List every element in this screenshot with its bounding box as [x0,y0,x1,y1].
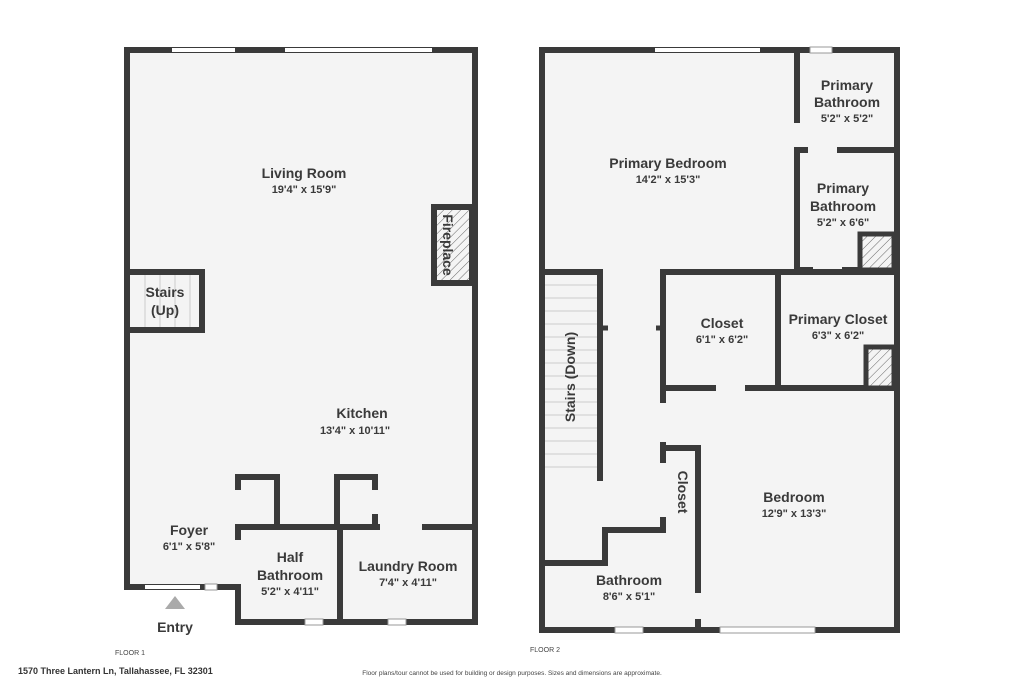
room-name: Bathroom [596,572,662,588]
room-name: Closet [675,471,691,514]
floor-1: Living Room 19'4" x 15'9" Kitchen 13'4" … [115,47,478,657]
room-dims: 14'2" x 15'3" [636,174,701,186]
room-name: Primary [817,180,869,196]
room-name: Primary Bedroom [609,155,726,171]
entry-label: Entry [157,619,193,635]
room-name: Half [277,549,304,565]
room-name: Laundry Room [359,558,458,574]
entry-arrow-icon [165,596,185,609]
floor-label: FLOOR 2 [530,647,560,654]
fireplace [431,204,475,286]
room-dims: 19'4" x 15'9" [272,184,337,196]
room-dims: 8'6" x 5'1" [603,591,655,603]
room-dims: 13'4" x 10'11" [320,425,390,437]
room-dims: 5'2" x 6'6" [817,217,869,229]
room-dims: 5'2" x 4'11" [261,586,319,598]
fireplace-label: Fireplace [440,214,456,276]
room-name: Bathroom [814,94,880,110]
room-name: Kitchen [336,405,387,421]
room-dims: 6'1" x 5'8" [163,541,215,553]
room-name: Closet [701,315,744,331]
room-dims: 7'4" x 4'11" [379,577,437,589]
disclaimer: Floor plans/tour cannot be used for buil… [362,670,662,677]
room-name: Primary Closet [789,311,888,327]
room-name: Primary [821,77,873,93]
stairs-label: Stairs [146,284,185,300]
room-name: Bathroom [257,567,323,583]
stairs-label: (Up) [151,302,179,318]
room-dims: 12'9" x 13'3" [762,508,827,520]
room-dims: 6'3" x 6'2" [812,330,864,342]
floor-2: Primary Bedroom 14'2" x 15'3" Primary Ba… [530,46,900,654]
room-dims: 5'2" x 5'2" [821,113,873,125]
room-dims: 6'1" x 6'2" [696,334,748,346]
room-name: Bathroom [810,198,876,214]
stairs-label: Stairs (Down) [562,332,578,422]
room-name: Bedroom [763,489,824,505]
room-name: Living Room [262,165,347,181]
address: 1570 Three Lantern Ln, Tallahassee, FL 3… [18,666,213,676]
room-name: Foyer [170,522,209,538]
floor-label: FLOOR 1 [115,650,145,657]
